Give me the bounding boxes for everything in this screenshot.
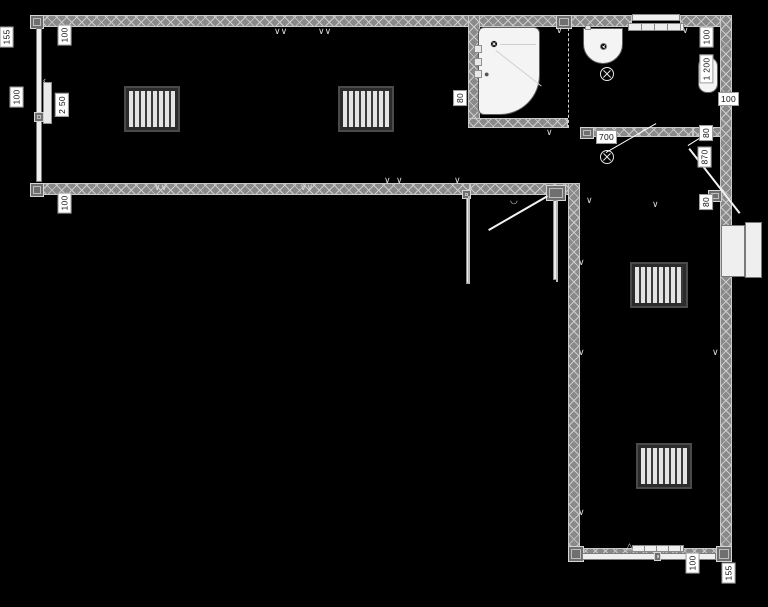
post-mid-left (30, 183, 44, 197)
socket-icon-14: ∨ (652, 199, 659, 209)
socket-icon-2: ∨∨ (318, 26, 332, 36)
dim-bottom-left-wall: 100 (57, 192, 72, 214)
socket-icon-3: ∨∨ (154, 182, 168, 192)
shower-head-icon: ● (484, 69, 490, 79)
dim-hall-door: 700 (596, 130, 618, 144)
post-hall-top (546, 185, 566, 201)
floor-grate-3 (630, 262, 688, 308)
top-window-outer[interactable] (632, 14, 680, 21)
shower-tap-1 (474, 45, 482, 53)
floor-grate-2 (338, 86, 394, 132)
wall-top-bathroom (468, 15, 568, 27)
dim-diagonal-door: 870 (697, 146, 712, 168)
dim-left-door-width: 100 (9, 86, 24, 108)
bottom-window-transom[interactable] (632, 545, 684, 552)
dim-room-height: 2 50 (54, 93, 69, 117)
left-entry-door-leaf[interactable] (43, 82, 52, 124)
hall-door-swing-arc (488, 195, 548, 231)
right-sliding-panel-outer[interactable] (721, 225, 745, 277)
socket-icon-7: ∨ (454, 175, 461, 185)
bottom-window-marker-icon: △ (626, 541, 633, 551)
wall-siderooom-left (568, 183, 580, 560)
hall-drop-line (468, 196, 470, 284)
floor-grate-1 (124, 86, 180, 132)
washbasin-tap (585, 25, 591, 30)
wall-top-main (30, 15, 470, 27)
wall-mid-horizontal (30, 183, 470, 195)
post-corridor (580, 127, 594, 139)
dim-corridor-top: 80 (699, 124, 714, 142)
corridor-axis-dashline (568, 28, 569, 128)
left-entry-door-frame[interactable] (36, 28, 42, 182)
post-top-wc (556, 15, 572, 29)
socket-icon-12: ∨ (578, 507, 585, 517)
dim-left-outer: 155 (0, 26, 14, 48)
bottom-window[interactable] (582, 553, 716, 560)
dim-bottom-window: 100 (685, 552, 700, 574)
socket-icon-1: ∨∨ (274, 26, 288, 36)
socket-icon-10: ∨ (578, 257, 585, 267)
socket-icon-6: ∨ (396, 175, 403, 185)
socket-icon-13: ∨ (712, 347, 719, 357)
floor-grate-4-pattern (641, 448, 687, 484)
left-door-swing-icon: ‹ (43, 75, 46, 85)
socket-icon-5: ∨ (384, 175, 391, 185)
floor-grate-1-pattern (129, 91, 175, 127)
hall-drop-line-2 (556, 200, 558, 282)
dim-bottom-right-wall: 155 (721, 562, 736, 584)
bottom-window-mullion (654, 552, 661, 561)
floor-drain-wc (600, 67, 614, 81)
socket-icon-15: ∨ (586, 195, 593, 205)
right-sliding-panel-inner[interactable] (745, 222, 762, 278)
wall-bathroom-bottom (468, 118, 568, 128)
socket-icon-8: ∨ (546, 127, 553, 137)
floor-grate-2-pattern (343, 91, 389, 127)
dim-shower-width: 80 (453, 89, 468, 107)
dim-corridor-bottom: 80 (699, 193, 714, 211)
socket-icon-4: ∨∨ (300, 182, 314, 192)
floor-grate-3-pattern (635, 267, 683, 303)
post-top-left (30, 15, 44, 29)
shower-tap-2 (474, 58, 482, 66)
dim-top-left-wall: 100 (57, 24, 72, 46)
hall-secondary-door-hinge[interactable] (462, 190, 471, 199)
wall-top-wc-left (568, 15, 632, 27)
shower-drain (490, 40, 498, 48)
hall-door-handle-icon: ◡ (510, 195, 518, 205)
top-window-marker-icon: ∨ (682, 25, 689, 35)
dim-wc-fixture: 1 200 (699, 54, 714, 84)
left-door-hinge[interactable] (34, 112, 44, 122)
post-bottom-right (716, 546, 732, 562)
top-window-inner[interactable] (628, 23, 684, 31)
socket-icon-9: ∨ (556, 25, 563, 35)
corridor-door-swing-arc (688, 148, 741, 214)
dim-wc-top-wall: 100 (699, 26, 714, 48)
socket-icon-11: ∨ (578, 347, 585, 357)
floor-grate-4 (636, 443, 692, 489)
shower-tray-rim (500, 44, 536, 46)
shower-tap-3 (474, 70, 482, 78)
dim-wc-right-wall: 100 (718, 92, 740, 106)
washbasin-drain (600, 43, 607, 50)
